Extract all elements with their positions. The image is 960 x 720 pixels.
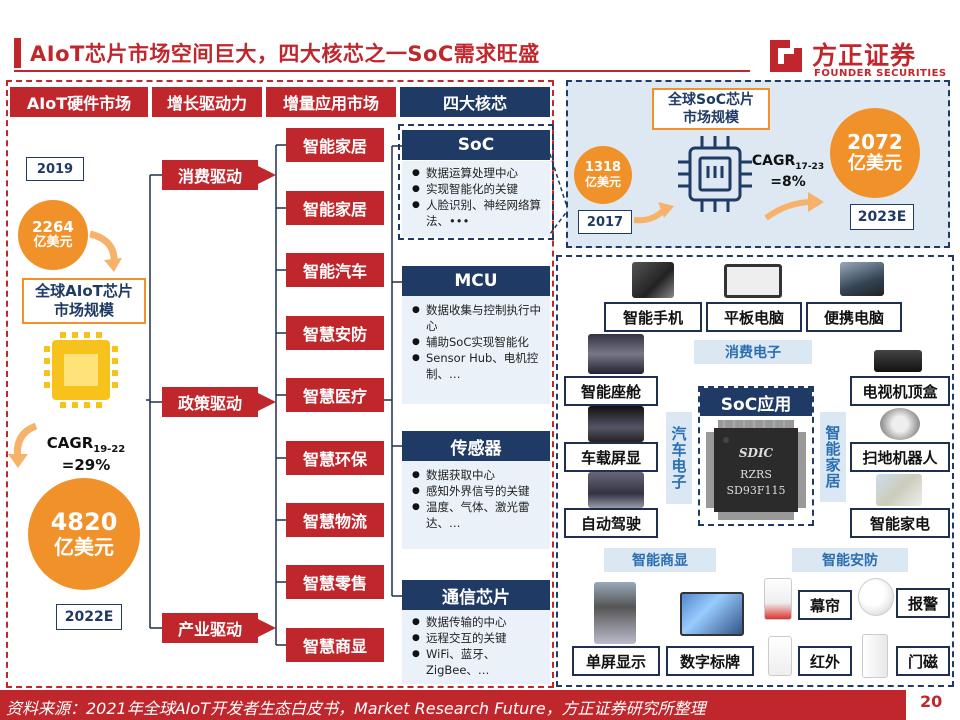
device-infrared: 红外 [798,646,852,676]
soc-end-unit: 亿美元 [848,154,902,175]
tv-box-image [874,350,922,372]
soc-cagr-period: 17-23 [795,162,824,172]
soc-center-title: SoC应用 [700,388,812,416]
category-home: 智能家居 [820,412,846,502]
category-auto: 汽车电子 [666,412,692,504]
core-comm-item: WiFi、蓝牙、ZigBee、… [412,646,544,678]
category-consumer: 消费电子 [694,340,812,364]
soc-end-year: 2023E [850,204,914,230]
driver-industry: 产业驱动 [162,613,258,643]
device-curtain: 幕帘 [798,590,852,620]
device-single-screen: 单屏显示 [572,646,660,676]
core-soc-item: 实现智能化的关键 [412,181,544,197]
category-security: 智能安防 [792,548,908,572]
soc-market-label: 全球SoC芯片市场规模 [652,88,770,130]
soc-start-unit: 亿美元 [585,176,621,190]
phone-image [632,262,674,298]
brand-name-cn: 方正证券 [812,36,916,72]
chip-brand: SDIC [714,446,798,460]
door-sensor-image [862,634,888,678]
device-door: 门磁 [896,646,950,676]
device-tablet: 平板电脑 [706,302,802,332]
brand-name-en: FOUNDER SECURITIES [814,68,947,79]
core-sensor-item: 数据获取中心 [412,467,544,483]
core-soc-title: SoC [402,130,550,160]
curtain-sensor-image [764,578,792,620]
device-autopilot: 自动驾驶 [564,508,658,538]
kiosk-image [594,582,636,644]
device-robot: 扫地机器人 [850,442,950,472]
robot-vacuum-image [880,408,920,440]
soc-chip-icon [676,134,754,214]
core-sensor-item: 感知外界信号的关键 [412,483,544,499]
app-smart-car: 智能汽车 [286,253,384,287]
soc-end-value: 2072 [847,131,903,154]
core-mcu-item: 数据收集与控制执行中心 [412,302,544,334]
core-soc-body: 数据运算处理中心 实现智能化的关键 人脸识别、神经网络算法、••• [402,161,550,237]
car-screen-image [588,406,644,442]
app-smart-home-2: 智能家居 [286,191,384,225]
app-smart-logistics: 智慧物流 [286,503,384,537]
alarm-image [858,578,894,616]
soc-cagr-prefix: CAGR [752,153,795,169]
app-smart-env: 智慧环保 [286,441,384,475]
soc-market-label-line2: 市场规模 [683,110,739,126]
soc-start-year: 2017 [578,210,632,234]
core-mcu-body: 数据收集与控制执行中心 辅助SoC实现智能化 Sensor Hub、电机控制、… [402,296,550,404]
soc-market-label-line1: 全球SoC芯片 [668,92,754,108]
core-comm-item: 数据传输的中心 [412,614,544,630]
device-appliance: 智能家电 [850,508,950,538]
infrared-sensor-image [768,636,792,676]
app-smart-display: 智慧商显 [286,628,384,662]
core-sensor-body: 数据获取中心 感知外界信号的关键 温度、气体、激光雷达、… [402,461,550,549]
app-smart-medical: 智慧医疗 [286,378,384,412]
source-note: 资料来源：2021年全球AIoT开发者生态白皮书，Market Research… [6,695,706,719]
soc-cagr: CAGR17-23 =8% [748,152,828,192]
arrow-right-icon [632,196,678,226]
driver-consumer: 消费驱动 [162,160,258,190]
core-comm-title: 通信芯片 [402,580,550,610]
device-cockpit: 智能座舱 [564,376,658,406]
driver-policy: 政策驱动 [162,387,258,417]
chip-marking-line2: SD93F115 [714,484,798,497]
cockpit-image [588,334,644,374]
device-car-screen: 车载屏显 [564,442,658,472]
core-mcu-title: MCU [402,266,550,296]
device-alarm: 报警 [896,588,950,618]
core-soc-item: 人脸识别、神经网络算法、••• [412,197,544,229]
core-mcu-item: Sensor Hub、电机控制、… [412,350,544,382]
device-laptop: 便携电脑 [806,302,902,332]
category-display: 智能商显 [604,548,716,572]
core-sensor-item: 温度、气体、激光雷达、… [412,499,544,531]
video-wall-image [680,592,744,636]
app-smart-retail: 智慧零售 [286,565,384,599]
appliance-image [876,474,922,506]
app-smart-security: 智慧安防 [286,316,384,350]
soc-end-size: 2072 亿美元 [830,108,920,198]
device-signage: 数字标牌 [666,646,754,676]
core-soc-item: 数据运算处理中心 [412,165,544,181]
soc-start-size: 1318 亿美元 [574,146,632,204]
laptop-image [840,262,884,296]
soc-start-value: 1318 [585,161,621,176]
page-number: 20 [920,692,942,711]
founder-logo-icon [768,38,804,74]
core-mcu-item: 辅助SoC实现智能化 [412,334,544,350]
arrow-right-icon [762,188,828,222]
core-sensor-title: 传感器 [402,431,550,461]
device-tv-box: 电视机顶盒 [850,376,950,406]
core-comm-item: 远程交互的关键 [412,630,544,646]
device-phone: 智能手机 [604,302,702,332]
autopilot-image [588,472,644,508]
core-comm-body: 数据传输的中心 远程交互的关键 WiFi、蓝牙、ZigBee、… [402,610,550,684]
app-smart-home: 智能家居 [286,128,384,162]
chip-marking-line1: RZRS [714,468,798,481]
tablet-image [724,264,782,298]
